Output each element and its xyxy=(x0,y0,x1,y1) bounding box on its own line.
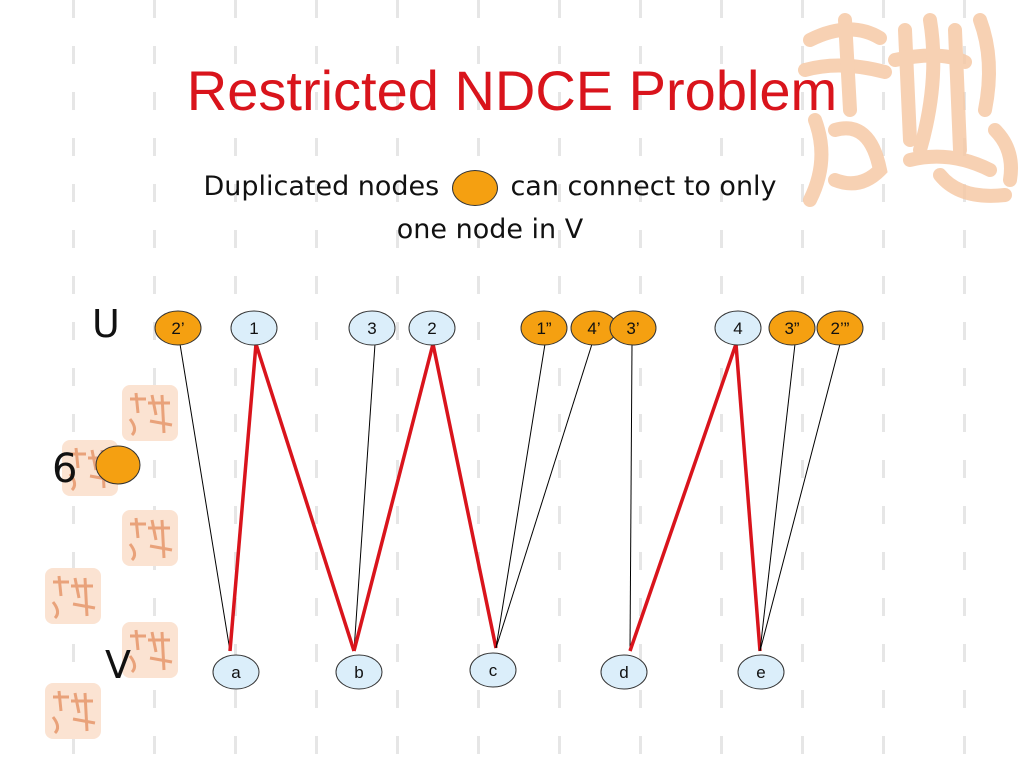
node-shape xyxy=(212,654,260,690)
node-label: 3 xyxy=(367,319,376,338)
v-set-label: V xyxy=(105,643,131,687)
node-label: c xyxy=(489,661,498,680)
matching-edge xyxy=(254,343,356,652)
node-shape xyxy=(600,654,648,690)
node-label: 3” xyxy=(784,319,799,338)
matching-edge xyxy=(431,343,498,649)
u-node-1: 1 xyxy=(230,310,278,346)
u-node-1pp: 1” xyxy=(520,310,568,346)
v-node-e: e xyxy=(737,654,785,690)
node-shape xyxy=(737,654,785,690)
u-node-2: 2 xyxy=(408,310,456,346)
subtitle-after: can connect to only xyxy=(510,171,777,202)
node-shape xyxy=(335,654,383,690)
edge xyxy=(353,343,376,652)
matching-edge xyxy=(352,343,435,652)
seal-decoration xyxy=(122,510,178,566)
node-label: a xyxy=(231,663,241,682)
edge xyxy=(179,343,231,652)
v-node-c: c xyxy=(469,652,517,688)
node-label: b xyxy=(354,663,363,682)
calligraphy-decoration xyxy=(798,13,1018,207)
edge xyxy=(759,343,796,652)
u-node-2p: 2’ xyxy=(154,310,202,346)
node-shape xyxy=(408,310,456,346)
node-shape xyxy=(520,310,568,346)
seal-decoration xyxy=(122,622,178,678)
node-label: 3’ xyxy=(626,319,639,338)
v-node-d: d xyxy=(600,654,648,690)
node-shape xyxy=(609,310,657,346)
node-shape xyxy=(230,310,278,346)
node-count-label: 6 xyxy=(52,446,78,492)
node-label: 1 xyxy=(249,319,258,338)
node-label: 4’ xyxy=(587,319,600,338)
node-label: d xyxy=(619,663,628,682)
node-label: 2’” xyxy=(831,319,850,338)
subtitle-line2: one node in V xyxy=(396,214,584,245)
u-node-3pp: 3” xyxy=(768,310,816,346)
node-shape xyxy=(154,310,202,346)
node-label: 2’ xyxy=(171,319,184,338)
u-node-2ppp: 2’” xyxy=(816,310,864,346)
subtitle: Duplicated nodes can connect to only one… xyxy=(160,165,820,251)
node-label: 1” xyxy=(536,319,551,338)
duplicate-node-legend-icon xyxy=(451,169,498,206)
node-shape xyxy=(768,310,816,346)
edge xyxy=(495,343,593,649)
node-shape xyxy=(348,310,396,346)
node-shape xyxy=(816,310,864,346)
u-node-3p: 3’ xyxy=(609,310,657,346)
matching-edge xyxy=(734,343,762,652)
edge xyxy=(629,343,633,652)
seal-decoration xyxy=(45,683,101,739)
u-set-label: U xyxy=(92,302,120,346)
u-node-4: 4 xyxy=(714,310,762,346)
slide-title: Restricted NDCE Problem xyxy=(186,59,838,122)
node-label: 4 xyxy=(733,319,742,338)
duplicate-node-icon xyxy=(95,445,141,485)
u-node-3: 3 xyxy=(348,310,396,346)
seal-decoration xyxy=(45,568,101,624)
subtitle-before: Duplicated nodes xyxy=(203,171,440,202)
node-label: 2 xyxy=(427,319,436,338)
matching-edge xyxy=(628,343,738,652)
matching-edge xyxy=(228,343,258,652)
v-node-a: a xyxy=(212,654,260,690)
edge xyxy=(495,343,546,649)
node-shape xyxy=(714,310,762,346)
node-shape xyxy=(469,652,517,688)
node-label: e xyxy=(756,663,765,682)
seal-decoration xyxy=(122,385,178,441)
v-node-b: b xyxy=(335,654,383,690)
edge xyxy=(759,343,841,652)
u-node-4p: 4’ xyxy=(570,310,618,346)
